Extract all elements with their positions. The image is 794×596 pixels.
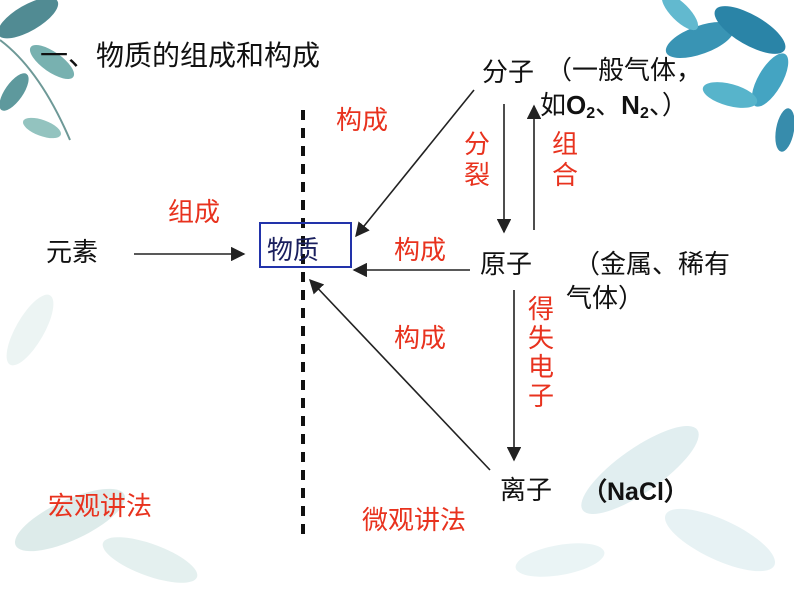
- molecule-note-sep: 、: [595, 91, 622, 121]
- node-matter-box: 物质: [259, 222, 352, 268]
- label-combine: 组合: [551, 130, 578, 192]
- molecule-note-close: 、）: [648, 91, 688, 121]
- atom-note-line1: （金属、稀有: [574, 250, 731, 280]
- molecule-note-line2: 如O2、N2、）: [540, 92, 688, 122]
- arrow-ion-to-matter: [309, 278, 491, 471]
- molecule-note-line1: （一般气体，: [546, 56, 703, 86]
- node-element: 元素: [46, 238, 99, 268]
- formula-n2: N2: [621, 90, 649, 122]
- label-construct-top: 构成: [336, 106, 389, 136]
- page-title: 一、物质的组成和构成: [40, 39, 321, 72]
- leaf-decoration-bottom: [6, 294, 776, 583]
- atom-note-line2: 气体）: [566, 284, 645, 314]
- formula-o2: O2: [566, 90, 596, 122]
- leaf-decoration-top-left: [0, 0, 75, 141]
- label-micro: 微观讲法: [362, 506, 467, 536]
- label-gain-lose-electron: 得失电子: [527, 295, 554, 413]
- molecule-note-prefix: 如: [540, 91, 567, 121]
- node-atom: 原子: [480, 250, 533, 280]
- label-macro: 宏观讲法: [48, 492, 153, 522]
- node-matter-label: 物质: [267, 236, 320, 266]
- label-compose: 组成: [168, 198, 221, 228]
- label-construct-mid: 构成: [394, 236, 447, 266]
- ion-note: （NaCl）: [582, 478, 689, 506]
- node-ion: 离子: [500, 476, 553, 506]
- node-molecule: 分子: [482, 58, 535, 88]
- arrow-molecule-to-matter: [355, 89, 475, 238]
- label-construct-bottom: 构成: [394, 324, 447, 354]
- label-split: 分裂: [463, 130, 490, 192]
- leaf-decoration-top-right: [661, 0, 794, 152]
